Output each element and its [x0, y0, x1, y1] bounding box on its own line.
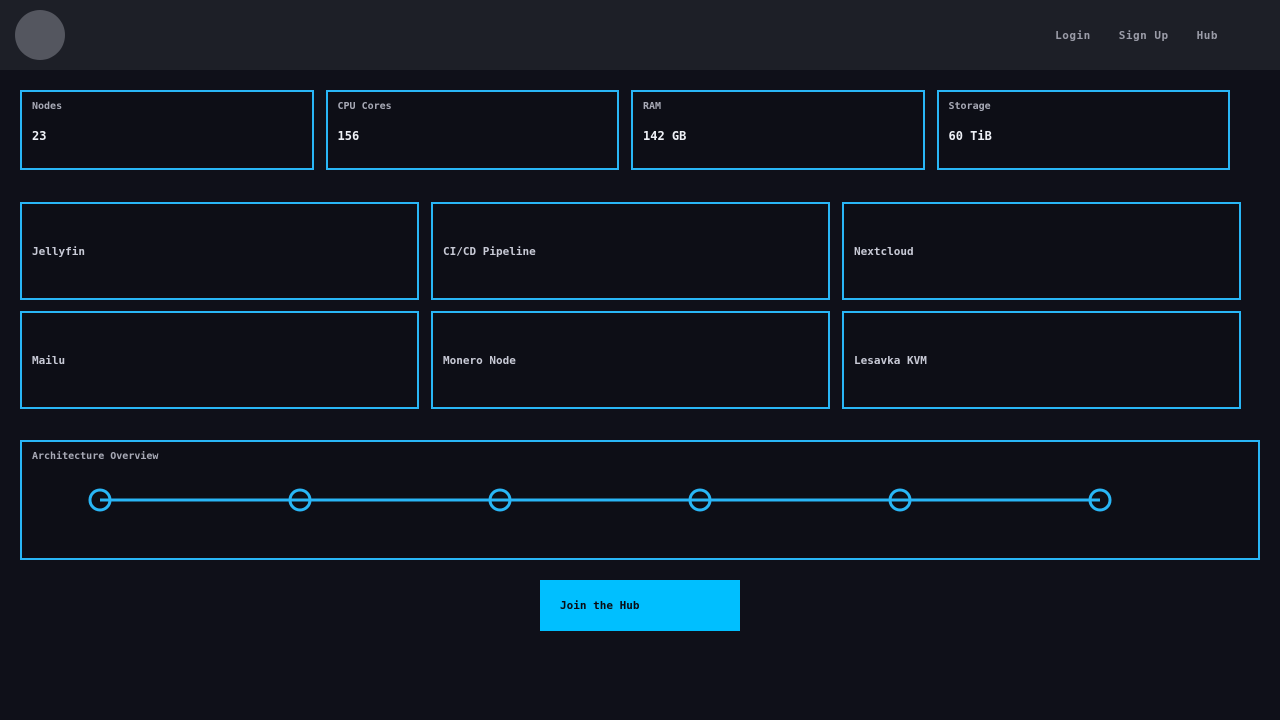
stat-card-storage: Storage 60 TiB: [936, 90, 1230, 170]
architecture-node-icon: [688, 488, 712, 512]
stat-label: RAM: [643, 101, 662, 112]
stat-card-nodes: Nodes 23: [20, 90, 314, 170]
service-name: Monero Node: [443, 353, 516, 367]
service-name: Mailu: [32, 353, 66, 367]
architecture-node-icon: [488, 488, 512, 512]
stats-grid: Nodes 23 CPU Cores 156 RAM 142 GB Storag…: [20, 90, 1230, 170]
navbar: Login Sign Up Hub: [0, 0, 1280, 70]
service-card-monero-node[interactable]: Monero Node: [431, 311, 830, 409]
nav-link-hub[interactable]: Hub: [1196, 28, 1218, 42]
service-name: Nextcloud: [854, 244, 914, 258]
stat-value: 156: [337, 129, 360, 143]
architecture-node-icon: [888, 488, 912, 512]
service-card-mailu[interactable]: Mailu: [20, 311, 419, 409]
stat-value: 142 GB: [643, 129, 687, 143]
architecture-node-icon: [88, 488, 112, 512]
architecture-title: Architecture Overview: [32, 451, 159, 462]
architecture-panel: Architecture Overview: [20, 440, 1260, 560]
stat-label: Nodes: [32, 101, 63, 112]
service-name: CI/CD Pipeline: [443, 244, 536, 258]
stat-card-ram: RAM 142 GB: [631, 90, 925, 170]
services-grid: Jellyfin CI/CD Pipeline Nextcloud Mailu …: [20, 202, 1241, 409]
join-hub-button[interactable]: Join the Hub: [540, 580, 740, 631]
nav-link-signup[interactable]: Sign Up: [1118, 28, 1169, 42]
service-card-nextcloud[interactable]: Nextcloud: [842, 202, 1241, 300]
service-card-lesavka-kvm[interactable]: Lesavka KVM: [842, 311, 1241, 409]
stat-card-cpu-cores: CPU Cores 156: [325, 90, 619, 170]
stat-label: Storage: [948, 101, 991, 112]
architecture-node-icon: [288, 488, 312, 512]
service-card-cicd-pipeline[interactable]: CI/CD Pipeline: [431, 202, 830, 300]
stat-label: CPU Cores: [337, 101, 392, 112]
service-name: Lesavka KVM: [854, 353, 927, 367]
stat-value: 23: [32, 129, 47, 143]
architecture-node-icon: [1088, 488, 1112, 512]
architecture-diagram: [88, 488, 1112, 512]
nav-links: Login Sign Up Hub: [1055, 29, 1218, 42]
service-name: Jellyfin: [32, 244, 85, 258]
stat-value: 60 TiB: [948, 129, 992, 143]
nav-link-login[interactable]: Login: [1055, 28, 1091, 42]
service-card-jellyfin[interactable]: Jellyfin: [20, 202, 419, 300]
avatar[interactable]: [15, 10, 65, 60]
